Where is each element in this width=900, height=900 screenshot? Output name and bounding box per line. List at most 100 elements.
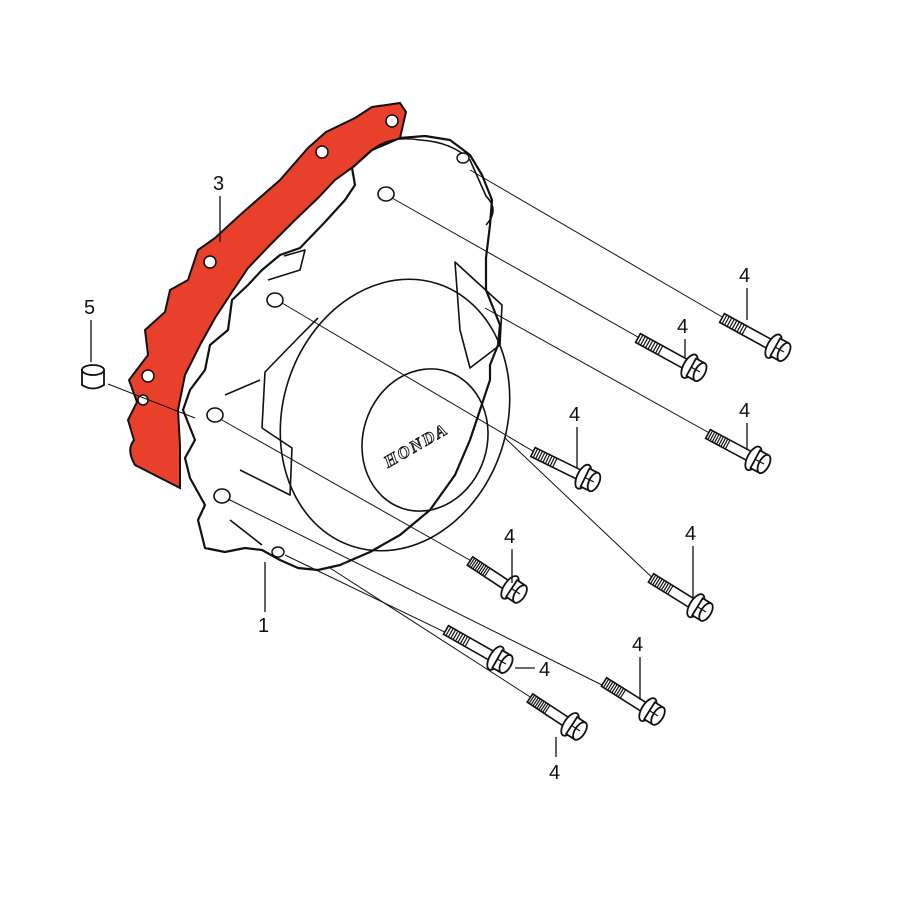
callout-label-bolt: 4 xyxy=(685,523,696,545)
bolt-thread xyxy=(662,582,670,592)
bolt-thread xyxy=(462,636,469,646)
bolt-hex-edge xyxy=(690,366,701,373)
callouts: 3 5 1 4 4 4 4 4 4 4 4 4 xyxy=(84,173,750,784)
bolt-thread xyxy=(542,453,548,463)
bolt-thread xyxy=(654,577,661,587)
cover-center-boss xyxy=(361,368,489,512)
bolt-thread xyxy=(542,703,549,713)
bolt-thread xyxy=(705,429,711,439)
bolt-thread xyxy=(722,438,729,449)
bolt-thread xyxy=(667,585,674,595)
bolt xyxy=(634,332,708,382)
bolts-part-4 xyxy=(442,312,792,741)
bolt-thread xyxy=(544,454,551,464)
bolt-thread xyxy=(526,693,534,703)
bolt-hex-edge xyxy=(754,458,765,465)
bolt-thread xyxy=(530,696,538,706)
bolt xyxy=(647,572,714,622)
cover-rib xyxy=(224,249,306,396)
bolt-thread xyxy=(600,677,608,687)
bolt-hex-edge xyxy=(511,587,521,595)
bolt-thread xyxy=(665,584,672,594)
bolt-thread xyxy=(482,566,489,576)
bolt-thread xyxy=(658,580,665,590)
bolt-thread xyxy=(452,630,459,641)
cover-part-1: HONDA xyxy=(181,134,511,572)
cover-lug xyxy=(454,261,503,369)
bolt-thread xyxy=(468,557,476,567)
bolt-thread xyxy=(534,698,541,708)
bolt-thread xyxy=(652,576,659,586)
leader-lines xyxy=(107,169,737,703)
bolt xyxy=(466,555,528,604)
bolt-thread xyxy=(445,626,452,637)
bolt-thread xyxy=(635,333,641,343)
bolt-thread xyxy=(536,699,543,709)
callout-label-bolt: 4 xyxy=(504,526,515,548)
bolt-thread xyxy=(640,336,646,346)
bolt-thread xyxy=(719,313,725,323)
bolt-thread xyxy=(647,340,654,350)
bolt-thread xyxy=(721,314,728,325)
gasket-hole xyxy=(315,145,329,159)
bolt-thread xyxy=(736,322,743,333)
bolt-thread xyxy=(729,318,735,329)
bolt-thread xyxy=(637,334,644,345)
bolt xyxy=(704,428,772,475)
bolt-thread xyxy=(474,561,481,571)
callout-label-bolt: 4 xyxy=(739,400,750,422)
bolt-thread xyxy=(709,431,716,442)
gasket-hole xyxy=(203,255,217,269)
bolt-thread xyxy=(476,562,483,572)
bolt-thread xyxy=(480,565,487,575)
bolt-thread xyxy=(459,634,466,645)
bolt-thread xyxy=(731,320,738,330)
bolt-thread xyxy=(528,694,536,704)
bolt-thread xyxy=(530,447,536,457)
bolt-thread xyxy=(724,316,730,326)
bolt-thread xyxy=(642,337,649,347)
bolt-thread xyxy=(724,439,731,450)
bolt-thread xyxy=(707,430,714,440)
bolt-thread xyxy=(733,321,740,331)
bolt-thread xyxy=(611,684,618,694)
bolt-thread xyxy=(547,455,553,466)
bolt-thread xyxy=(535,449,541,460)
cover-boss-hole xyxy=(271,546,285,558)
bolt-thread xyxy=(652,342,659,353)
bolt-thread xyxy=(478,564,485,574)
bolt-thread xyxy=(656,578,663,588)
bolt-thread xyxy=(615,686,622,696)
gasket-part-3 xyxy=(126,101,408,490)
bolt xyxy=(718,312,792,362)
bolt-hex-edge xyxy=(497,658,507,665)
bolt-thread xyxy=(713,433,720,444)
callout-label-cover: 1 xyxy=(258,615,269,637)
bolt-thread xyxy=(538,701,545,711)
bolt-thread xyxy=(613,685,620,695)
bolt-thread xyxy=(716,435,722,445)
dowel-pin-part-5 xyxy=(81,364,105,390)
cover-boss-hole xyxy=(206,407,224,423)
bolt-thread xyxy=(539,452,546,462)
callout-label-bolt: 4 xyxy=(739,265,750,287)
bolt-thread xyxy=(470,559,478,569)
bolt-thread xyxy=(540,702,547,712)
bolt-thread xyxy=(457,633,464,643)
bolt-thread xyxy=(447,628,454,638)
bolt-thread xyxy=(619,689,627,699)
bolt-thread xyxy=(602,678,610,688)
callout-label-bolt: 4 xyxy=(549,762,560,784)
bolt-thread xyxy=(649,341,656,351)
bolt-hex-edge xyxy=(697,606,707,613)
callout-label-bolt: 4 xyxy=(539,659,550,681)
bolt-hex-edge xyxy=(584,477,595,483)
cover-boss-hole xyxy=(213,488,231,504)
dowel-top xyxy=(81,364,105,376)
bolt-thread xyxy=(650,574,657,584)
bolt xyxy=(442,624,514,674)
callout-label-bolt: 4 xyxy=(569,404,580,426)
bolt-thread xyxy=(660,581,668,591)
gasket-outline xyxy=(126,101,408,490)
